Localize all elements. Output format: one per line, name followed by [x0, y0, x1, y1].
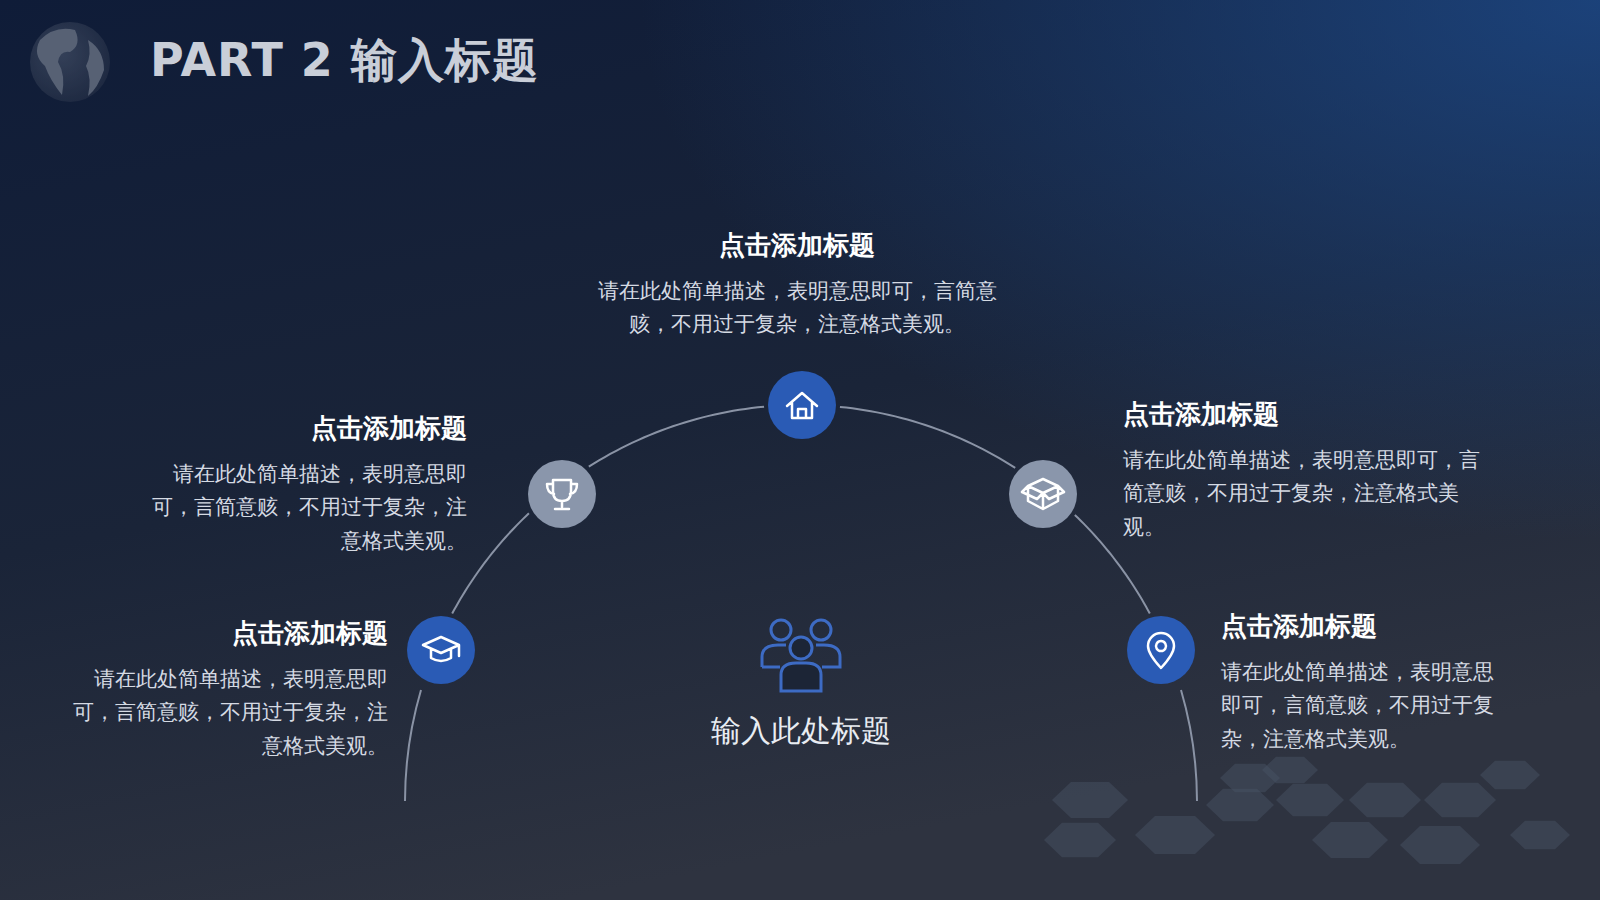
arc-connector: [589, 407, 764, 467]
item-heading: 点击添加标题: [1221, 610, 1511, 644]
grad-icon: [423, 637, 459, 661]
circle-outline: [1126, 615, 1196, 685]
item-description: 请在此处简单描述，表明意思即可，言简意赅，不用过于复杂，注意格式美观。: [63, 663, 388, 764]
trophy-icon: [547, 480, 577, 509]
icon-circle: 点击添加标题请在此处简单描述，表明意思即可，言简意赅，不用过于复杂，注意格式美观…: [406, 615, 476, 685]
item-heading: 点击添加标题: [63, 617, 388, 651]
hexagon: [1262, 757, 1318, 784]
icon-disc: [1009, 460, 1077, 528]
hexagon: [1276, 784, 1344, 816]
hexagon: [1052, 782, 1128, 818]
home-icon: [787, 393, 817, 418]
item-description: 请在此处简单描述，表明意思即可，言简意赅，不用过于复杂，注意格式美观。: [592, 275, 1002, 342]
circle-outline: [527, 459, 597, 529]
arc-connector: [452, 513, 529, 613]
hexagon: [1135, 816, 1215, 854]
hexagon: [1400, 826, 1480, 864]
hexagon: [1312, 822, 1388, 858]
icon-disc: [407, 616, 475, 684]
hexagon: [1044, 823, 1116, 857]
item-description: 请在此处简单描述，表明意思即可，言简意赅，不用过于复杂，注意格式美观。: [1221, 656, 1511, 757]
hexagon: [1480, 761, 1540, 790]
item-heading: 点击添加标题: [1123, 398, 1498, 432]
item-description: 请在此处简单描述，表明意思即可，言简意赅，不用过于复杂，注意格式美观。: [1123, 444, 1498, 545]
icon-circle: 点击添加标题请在此处简单描述，表明意思即可，言简意赅，不用过于复杂，注意格式美观…: [1008, 459, 1078, 529]
icon-circle: 点击添加标题请在此处简单描述，表明意思即可，言简意赅，不用过于复杂，注意格式美观…: [527, 459, 597, 529]
icon-disc: [768, 371, 836, 439]
arc-tail: [1181, 690, 1197, 801]
hexagon: [1424, 783, 1496, 817]
item-heading: 点击添加标题: [592, 229, 1002, 263]
icon-circle: 点击添加标题请在此处简单描述，表明意思即可，言简意赅，不用过于复杂，注意格式美观…: [1126, 615, 1196, 685]
item-description: 请在此处简单描述，表明意思即可，言简意赅，不用过于复杂，注意格式美观。: [142, 458, 467, 559]
hexagon: [1510, 821, 1570, 850]
center-node: 输入此处标题: [681, 615, 921, 765]
pin-icon: [1148, 633, 1174, 668]
box-icon: [1022, 479, 1064, 509]
circle-outline: [406, 615, 476, 685]
hexagon-decoration: [1044, 757, 1570, 864]
item-heading: 点击添加标题: [142, 412, 467, 446]
icon-disc: [528, 460, 596, 528]
center-title: 输入此处标题: [681, 711, 921, 750]
arc-tail: [405, 690, 421, 801]
slide-title: PART 2 输入标题: [150, 30, 539, 92]
globe-icon: [30, 22, 110, 102]
people-icon: [681, 615, 921, 695]
arc-connector: [840, 407, 1015, 468]
icon-disc: [1127, 616, 1195, 684]
circle-outline: [1008, 459, 1078, 529]
circle-outline: [767, 370, 837, 440]
hexagon: [1349, 783, 1421, 817]
icon-circle: 点击添加标题请在此处简单描述，表明意思即可，言简意赅，不用过于复杂，注意格式美观…: [767, 370, 837, 440]
hexagon: [1206, 789, 1274, 821]
